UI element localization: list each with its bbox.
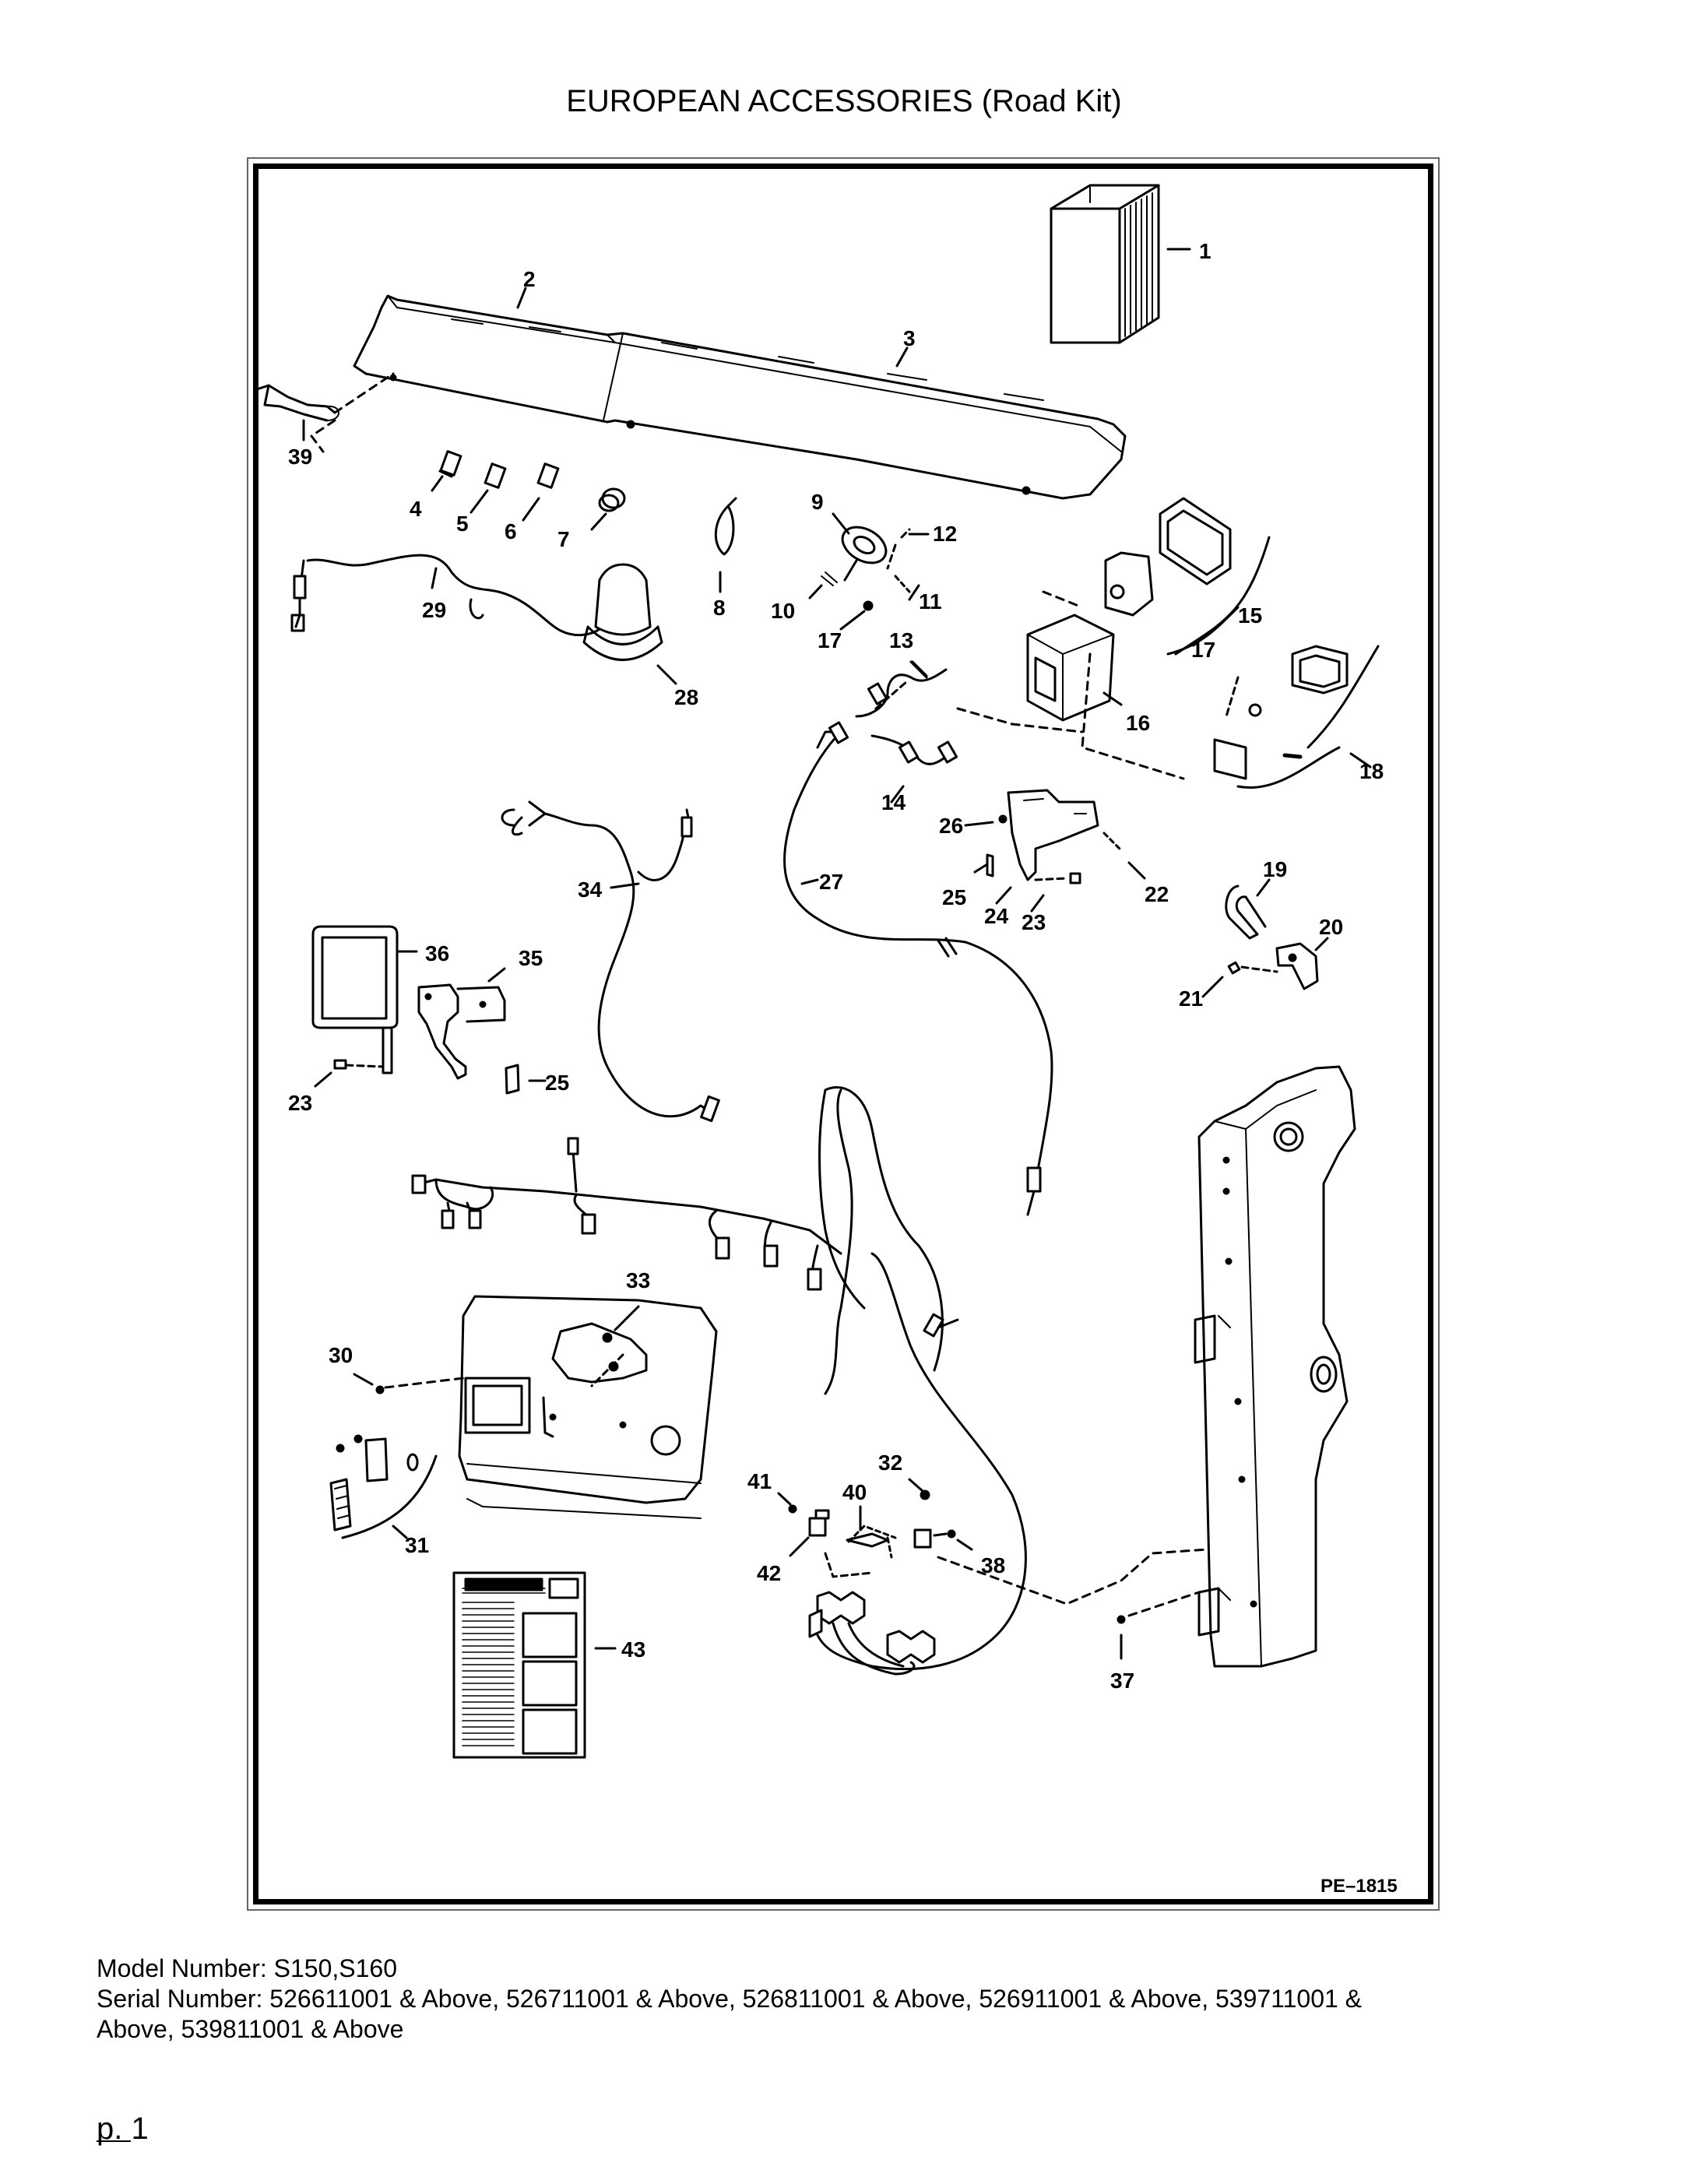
callout-41: 41 [747,1469,772,1493]
part-8-tie-strap [714,497,737,593]
parts-4-7-switches [431,450,626,531]
parts-40-42-relays [777,1478,1208,1605]
serial-number-line-1: Serial Number: 526611001 & Above, 526711… [97,1985,1363,2013]
part-13-14-27-harness [783,652,1185,1216]
callout-11: 11 [919,589,942,614]
callout-18: 18 [1359,759,1384,783]
part-31-lamp [329,1434,438,1539]
callout-42: 42 [757,1561,781,1585]
callout-1: 1 [1199,239,1211,263]
callout-5: 5 [456,512,469,536]
callouts: 1 2 3 4 5 6 7 8 9 10 11 12 13 14 15 16 1… [288,239,1398,1897]
callout-14: 14 [881,790,906,814]
loader-arm [1117,1065,1356,1668]
callout-36: 36 [425,941,449,965]
connector-bundle [808,1591,936,1676]
part-2-3-panel [353,287,1127,500]
part-15-light [1104,497,1271,656]
callout-23a: 23 [1022,910,1046,934]
part-16-light-housing [1026,590,1123,722]
callout-33: 33 [626,1268,650,1292]
callout-29: 29 [422,598,446,622]
diagram-frame [253,164,1433,1904]
callout-22: 22 [1145,882,1169,906]
callout-43: 43 [621,1637,645,1662]
callout-25b: 25 [545,1071,569,1095]
part-35-bracket [314,967,547,1095]
callout-17a: 17 [818,628,842,652]
part-18-marker-light [1213,645,1380,789]
dash-harness [411,1137,842,1291]
callout-17b: 17 [1191,638,1215,662]
part-34-harness [501,800,1027,1671]
callout-31: 31 [405,1533,429,1557]
callout-13: 13 [889,628,913,652]
part-29-cable [290,554,601,637]
part-1-box [1050,184,1191,344]
callout-39: 39 [288,445,312,469]
callout-10: 10 [771,599,795,623]
page-title: EUROPEAN ACCESSORIES (Road Kit) [566,84,1122,118]
callout-24: 24 [984,904,1009,928]
callout-37: 37 [1110,1669,1134,1693]
callout-20: 20 [1319,915,1343,939]
callout-40: 40 [842,1480,867,1504]
callout-7: 7 [557,527,570,551]
part-43-instructions [452,1571,617,1759]
part-36-plate [311,925,418,1074]
diagram-frame-outer [247,157,1440,1911]
callout-25a: 25 [942,885,966,909]
callout-3: 3 [903,326,916,350]
page-divider [97,2140,131,2142]
callout-2: 2 [523,267,536,291]
model-number: Model Number: S150,S160 [97,1954,397,1982]
callout-34: 34 [578,877,603,902]
dash-panel [353,1295,718,1519]
part-22-26-bracket [964,789,1146,913]
part-19-21-bracket [1201,878,1329,998]
serial-number-line-2: Above, 539811001 & Above [97,2015,404,2043]
callout-30: 30 [329,1343,353,1367]
part-28-beacon [582,563,677,685]
part-39-harness [255,372,395,453]
callout-15: 15 [1238,603,1262,628]
callout-19: 19 [1263,857,1287,881]
diagram-ref-code: PE–1815 [1321,1876,1398,1897]
callout-35: 35 [519,946,543,970]
callout-26: 26 [939,814,963,838]
callout-16: 16 [1126,711,1150,735]
callout-8: 8 [713,596,726,620]
callout-28: 28 [674,685,698,709]
callout-32: 32 [878,1451,902,1475]
callout-4: 4 [410,497,422,521]
callout-9: 9 [811,490,824,514]
parts-9-12-horn [808,512,930,631]
callout-12: 12 [933,522,957,546]
callout-23b: 23 [288,1091,312,1115]
callout-6: 6 [505,519,517,543]
page-number: p. 1 [97,2112,149,2146]
callout-27: 27 [819,870,843,894]
callout-21: 21 [1179,986,1203,1011]
callout-38: 38 [981,1553,1005,1577]
